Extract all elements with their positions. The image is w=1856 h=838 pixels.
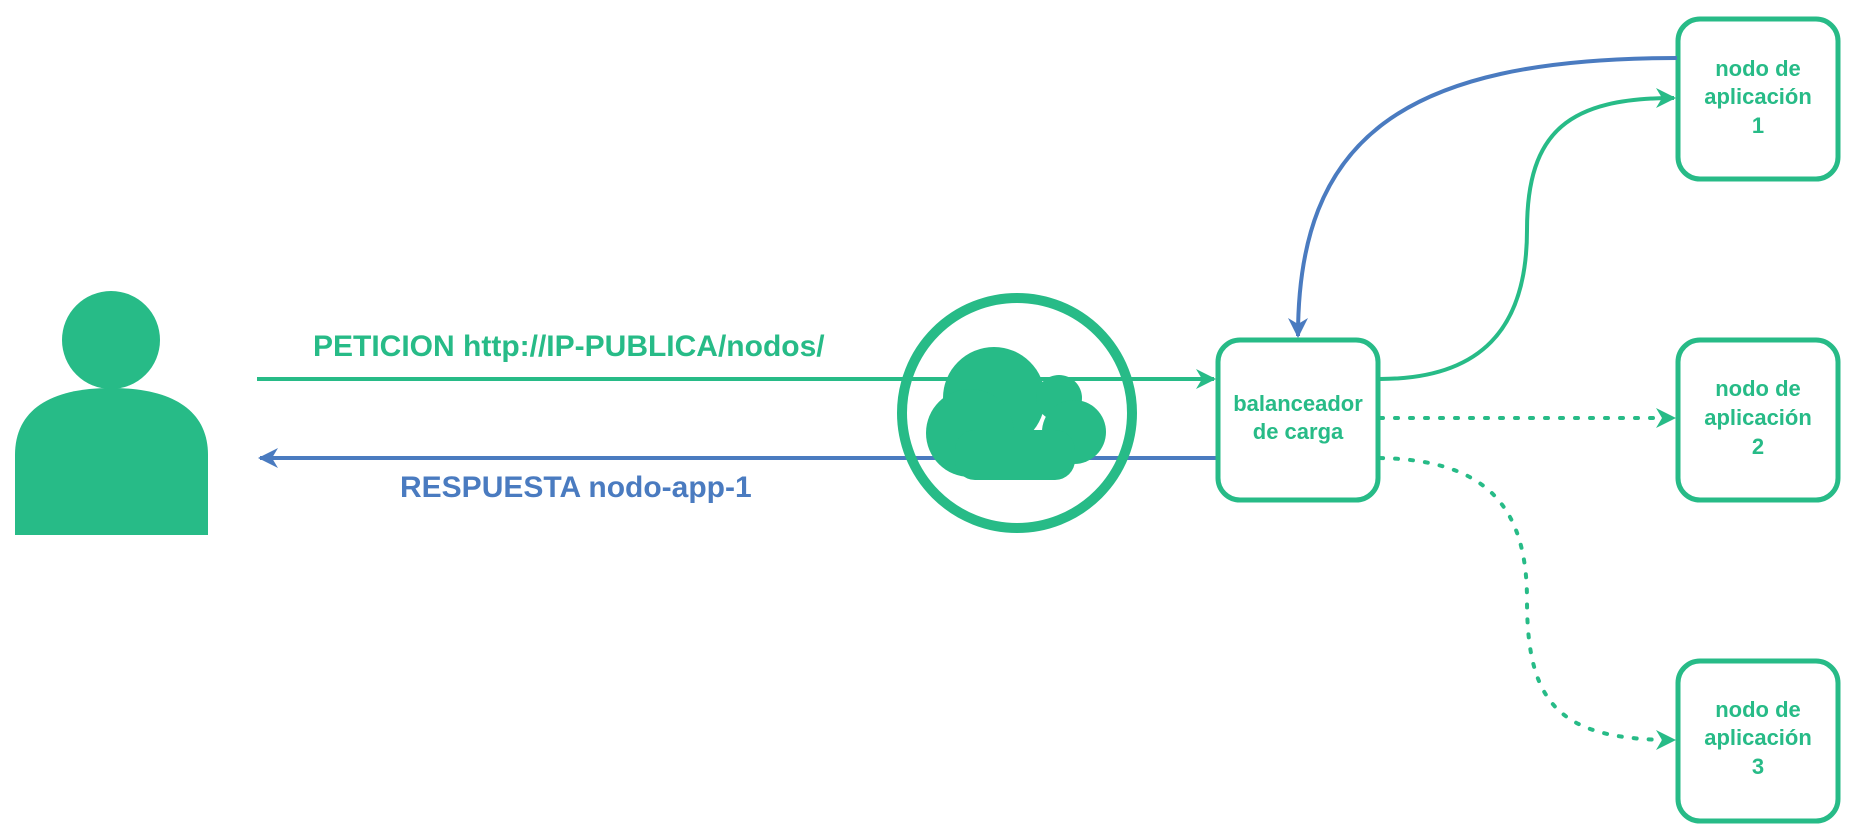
app-node-1: nodo de aplicación 1 <box>1675 16 1841 182</box>
node-1-label-line2: aplicación <box>1704 84 1812 109</box>
node-1-label-line3: 1 <box>1752 113 1764 138</box>
load-balancer-box: balanceador de carga <box>1215 337 1381 503</box>
app-node-3: nodo de aplicación 3 <box>1675 658 1841 824</box>
balancer-to-node-3-connector <box>1378 456 1676 750</box>
request-label: PETICION http://IP-PUBLICA/nodos/ <box>313 330 825 363</box>
app-node-2: nodo de aplicación 2 <box>1675 337 1841 503</box>
node-2-label-line2: aplicación <box>1704 405 1812 430</box>
balancer-label-line1: balanceador <box>1233 391 1363 416</box>
node-3-label-line2: aplicación <box>1704 725 1812 750</box>
node-1-label-line1: nodo de <box>1715 56 1801 81</box>
balancer-to-node-1-connector <box>1379 88 1676 381</box>
node-1-to-balancer-connector <box>1288 56 1678 338</box>
node-3-label-line3: 3 <box>1752 754 1764 779</box>
balancer-label-line2: de carga <box>1253 419 1344 444</box>
cloud-icon <box>926 347 1106 480</box>
node-2-label-line1: nodo de <box>1715 376 1801 401</box>
internet-node <box>897 293 1137 533</box>
response-label: RESPUESTA nodo-app-1 <box>400 471 752 504</box>
user-icon <box>15 291 208 535</box>
node-3-label-line1: nodo de <box>1715 697 1801 722</box>
node-2-label-line3: 2 <box>1752 434 1764 459</box>
